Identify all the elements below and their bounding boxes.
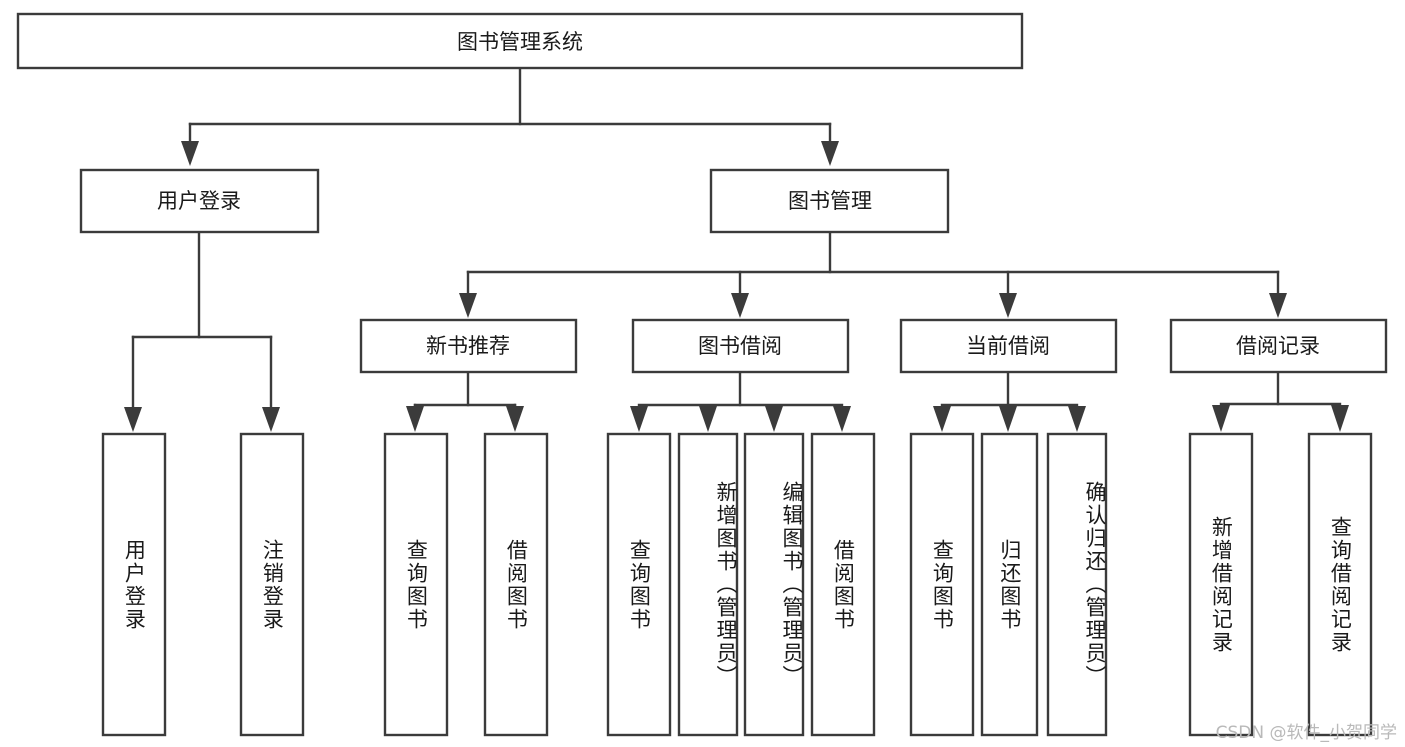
node-leaf-bb-1-box[interactable] [606, 432, 672, 737]
node-leaf-bb-3-box[interactable] [743, 432, 805, 737]
node-book-mgmt-label: 图书管理 [788, 189, 872, 213]
node-leaf-br-2-box[interactable] [1307, 432, 1373, 737]
arrow-head-cb-leaf-1 [933, 406, 951, 432]
arrow-head-new-book-recommend [459, 293, 477, 318]
node-book-borrow-label: 图书借阅 [698, 334, 782, 358]
connector-group-book-borrow [630, 371, 851, 432]
node-root[interactable]: 图书管理系统 [16, 12, 1024, 70]
arrow-head-borrow-records [1269, 293, 1287, 318]
node-leaf-cb-1-box[interactable] [909, 432, 975, 737]
node-current-borrow[interactable]: 当前借阅 [899, 318, 1118, 374]
arrow-head-bb-leaf-1 [630, 406, 648, 432]
connector-group-borrow-records [1212, 371, 1349, 432]
node-book-borrow-box[interactable] [631, 318, 850, 374]
node-book-borrow[interactable]: 图书借阅 [631, 318, 850, 374]
arrow-head-user-login-leaf-1 [124, 407, 142, 432]
node-root-box[interactable] [16, 12, 1024, 70]
connector-group-current-borrow [933, 371, 1086, 432]
connector-group-user-login [124, 231, 280, 432]
arrow-head-bb-leaf-3 [765, 406, 783, 432]
node-new-book-recommend[interactable]: 新书推荐 [359, 318, 578, 374]
arrow-head-br-leaf-2 [1331, 405, 1349, 432]
node-current-borrow-label: 当前借阅 [966, 334, 1050, 358]
node-leaf-nbr-1-box[interactable] [383, 432, 449, 737]
arrow-head-user-login-leaf-2 [262, 407, 280, 432]
node-leaf-cb-3-box[interactable] [1046, 432, 1108, 737]
arrow-head-bb-leaf-4 [833, 406, 851, 432]
node-leaf-user-login-1-box[interactable] [101, 432, 167, 737]
node-book-mgmt-box[interactable] [709, 168, 950, 234]
node-borrow-records-label: 借阅记录 [1236, 334, 1320, 358]
node-current-borrow-box[interactable] [899, 318, 1118, 374]
node-leaf-cb-2-box[interactable] [980, 432, 1039, 737]
node-leaf-bb-4-box[interactable] [810, 432, 876, 737]
node-user-login-label: 用户登录 [157, 189, 241, 213]
arrow-head-book-borrow [731, 293, 749, 318]
node-borrow-records-box[interactable] [1169, 318, 1388, 374]
arrow-head-cb-leaf-2 [999, 406, 1017, 432]
node-leaf-user-login-2-box[interactable] [239, 432, 305, 737]
node-borrow-records[interactable]: 借阅记录 [1169, 318, 1388, 374]
watermark-text: CSDN @软件_小贺同学 [1215, 723, 1397, 743]
arrow-head-current-borrow [999, 293, 1017, 318]
node-leaf-nbr-2-box[interactable] [483, 432, 549, 737]
node-user-login-box[interactable] [79, 168, 320, 234]
connector-group-book-mgmt [459, 231, 1287, 318]
arrow-head-bb-leaf-2 [699, 406, 717, 432]
arrow-head-book-mgmt [821, 141, 839, 166]
node-leaf-br-1-box[interactable] [1188, 432, 1254, 737]
node-root-label: 图书管理系统 [457, 30, 583, 54]
arrow-head-nbr-leaf-1 [406, 406, 424, 432]
arrow-head-cb-leaf-3 [1068, 406, 1086, 432]
arrow-head-nbr-leaf-2 [506, 406, 524, 432]
node-new-book-recommend-label: 新书推荐 [426, 334, 510, 358]
node-leaf-bb-2-box[interactable] [677, 432, 739, 737]
connector-group-new-book-recommend [406, 371, 524, 432]
node-book-mgmt[interactable]: 图书管理 [709, 168, 950, 234]
arrow-head-user-login [181, 141, 199, 166]
arrow-head-br-leaf-1 [1212, 405, 1230, 432]
node-user-login[interactable]: 用户登录 [79, 168, 320, 234]
node-new-book-recommend-box[interactable] [359, 318, 578, 374]
connector-group-root [181, 66, 839, 166]
